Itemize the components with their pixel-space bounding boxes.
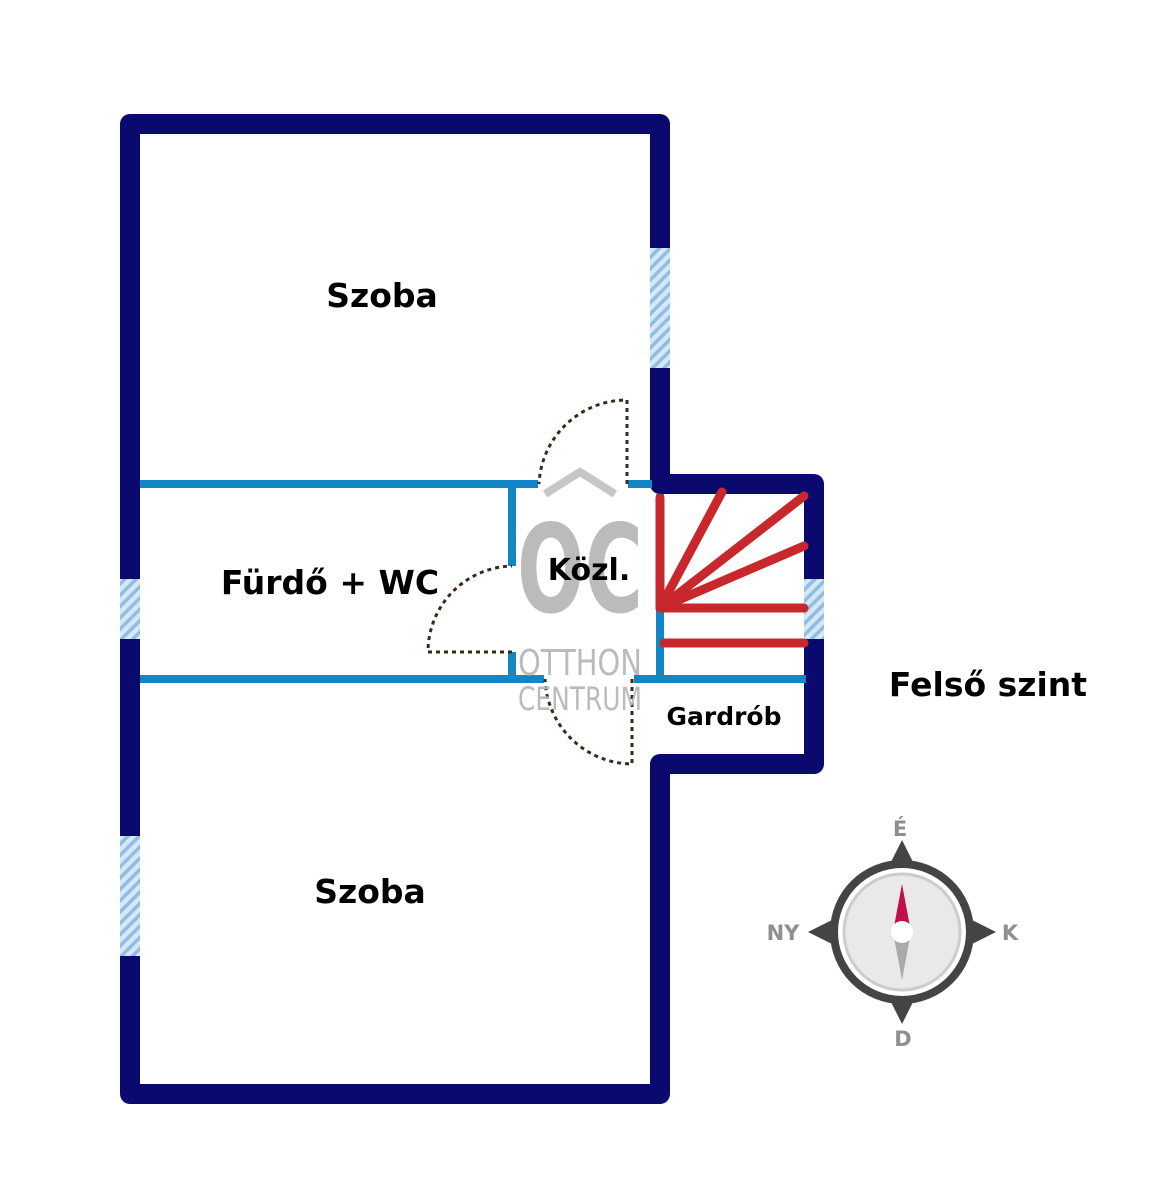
compass-south-label: D [894, 1027, 911, 1051]
compass-north-tip [890, 840, 914, 864]
watermark-line1: OTTHON [518, 643, 642, 684]
door-swings [426, 398, 634, 766]
windows [120, 248, 824, 956]
window-top-room-east [650, 248, 670, 368]
compass-needle-south [893, 932, 911, 980]
compass-west-label: NY [767, 921, 801, 945]
label-bathroom: Fürdő + WC [221, 563, 439, 602]
compass-needle-north [893, 884, 911, 932]
compass-east-tip [972, 920, 996, 944]
window-bottom-room-west [120, 836, 140, 956]
compass-icon: É D K NY [767, 816, 1019, 1051]
watermark: OC OTTHON CENTRUM [517, 467, 643, 718]
window-bathroom-west [120, 579, 140, 639]
door-swing-bathroom [426, 564, 513, 654]
watermark-line2: CENTRUM [518, 680, 642, 718]
door-swing-top-room [537, 398, 629, 485]
label-bottom-room: Szoba [314, 872, 426, 911]
compass-south-tip [890, 1000, 914, 1024]
floor-level-label: Felső szint [889, 665, 1087, 704]
watermark-monogram: OC [517, 499, 643, 641]
compass-north-label: É [893, 816, 907, 841]
label-wardrobe: Gardrób [666, 702, 781, 731]
compass-west-tip [808, 920, 832, 944]
label-hall: Közl. [548, 553, 630, 588]
window-stair-east [804, 579, 824, 639]
label-top-room: Szoba [326, 276, 438, 315]
watermark-roof-icon [542, 467, 618, 498]
staircase [655, 487, 809, 648]
outer-walls [120, 114, 824, 1104]
compass-east-label: K [1002, 921, 1019, 945]
door-swing-bottom-room [543, 678, 634, 766]
